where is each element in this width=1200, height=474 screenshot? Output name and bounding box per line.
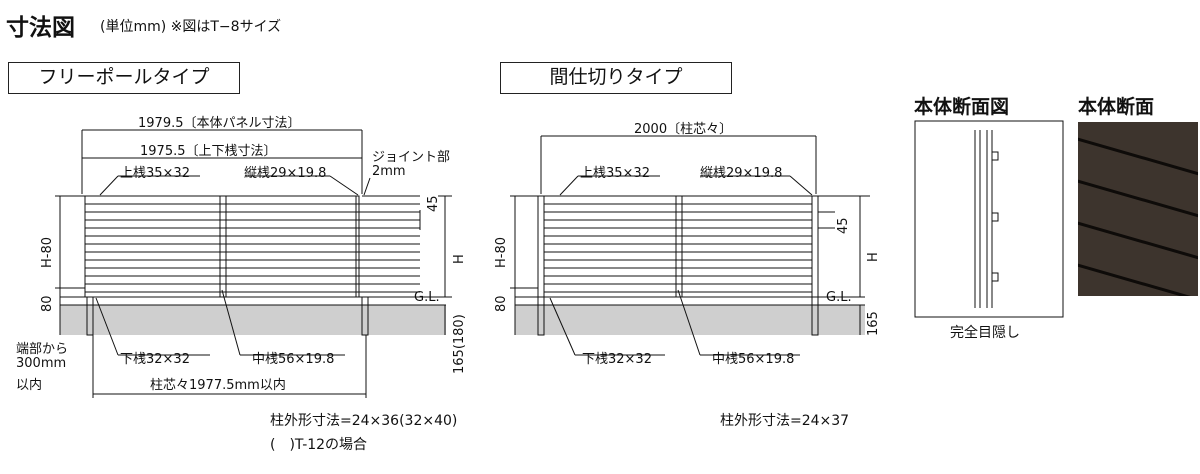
fp-gl-label: G.L. xyxy=(414,290,440,305)
end-note-line2: 300mm xyxy=(16,356,67,371)
unit-note: (単位mm) ※図はT−8サイズ xyxy=(100,19,282,35)
pole-pitch-label: 柱芯々1977.5mm以内 xyxy=(150,378,286,393)
fp-dim-165: 165(180) xyxy=(452,314,467,374)
bp-vertical-rail-label: 縦桟29×19.8 xyxy=(700,166,783,181)
between-pole-drawing xyxy=(510,135,870,356)
section-photo xyxy=(1078,122,1198,296)
bp-dim-165: 165 xyxy=(866,311,881,336)
section-title: 本体断面図 xyxy=(914,96,1010,118)
section-drawing xyxy=(914,120,1064,318)
bp-dim-80: 80 xyxy=(494,295,509,312)
fp-top-rail-label: 上桟35×32 xyxy=(120,166,190,181)
bp-top-rail-label: 上桟35×32 xyxy=(580,166,650,181)
fp-dim-h: H xyxy=(452,254,467,264)
bp-dim-h: H xyxy=(866,252,881,262)
between-pole-type-label: 間仕切りタイプ xyxy=(500,62,732,94)
section-caption: 完全目隠し xyxy=(950,325,1020,341)
bp-bottom-rail-label: 下桟32×32 xyxy=(582,352,652,367)
fp-post-size: 柱外形寸法=24×36(32×40) xyxy=(270,413,458,429)
fp-bottom-rail-label: 下桟32×32 xyxy=(120,352,190,367)
bp-pitch-label: 2000〔柱芯々〕 xyxy=(634,122,733,137)
photo-title: 本体断面 xyxy=(1078,96,1155,118)
fp-dim-h80: H-80 xyxy=(40,236,55,268)
end-note-line1: 端部から xyxy=(16,342,69,357)
fp-post-note: ( )T-12の場合 xyxy=(270,437,368,453)
bp-middle-rail-label: 中桟56×19.8 xyxy=(712,352,795,367)
fp-dim-45: 45 xyxy=(426,195,441,212)
joint-label: ジョイント部 xyxy=(372,150,451,165)
fp-dim-80: 80 xyxy=(40,295,55,312)
bp-dim-h80: H-80 xyxy=(494,236,509,268)
bp-post-size: 柱外形寸法=24×37 xyxy=(720,413,850,429)
fp-middle-rail-label: 中桟56×19.8 xyxy=(252,352,335,367)
bp-dim-45: 45 xyxy=(836,217,851,234)
joint-value: 2mm xyxy=(372,164,406,179)
rail-width-label: 1975.5〔上下桟寸法〕 xyxy=(140,144,277,159)
free-pole-type-label: フリーポールタイプ xyxy=(8,62,240,94)
end-note-line3: 以内 xyxy=(16,378,43,393)
free-pole-drawing xyxy=(55,129,452,398)
panel-width-label: 1979.5〔本体パネル寸法〕 xyxy=(138,116,301,131)
bp-gl-label: G.L. xyxy=(826,290,852,305)
fp-vertical-rail-label: 縦桟29×19.8 xyxy=(244,166,327,181)
page-title: 寸法図 xyxy=(6,15,75,41)
